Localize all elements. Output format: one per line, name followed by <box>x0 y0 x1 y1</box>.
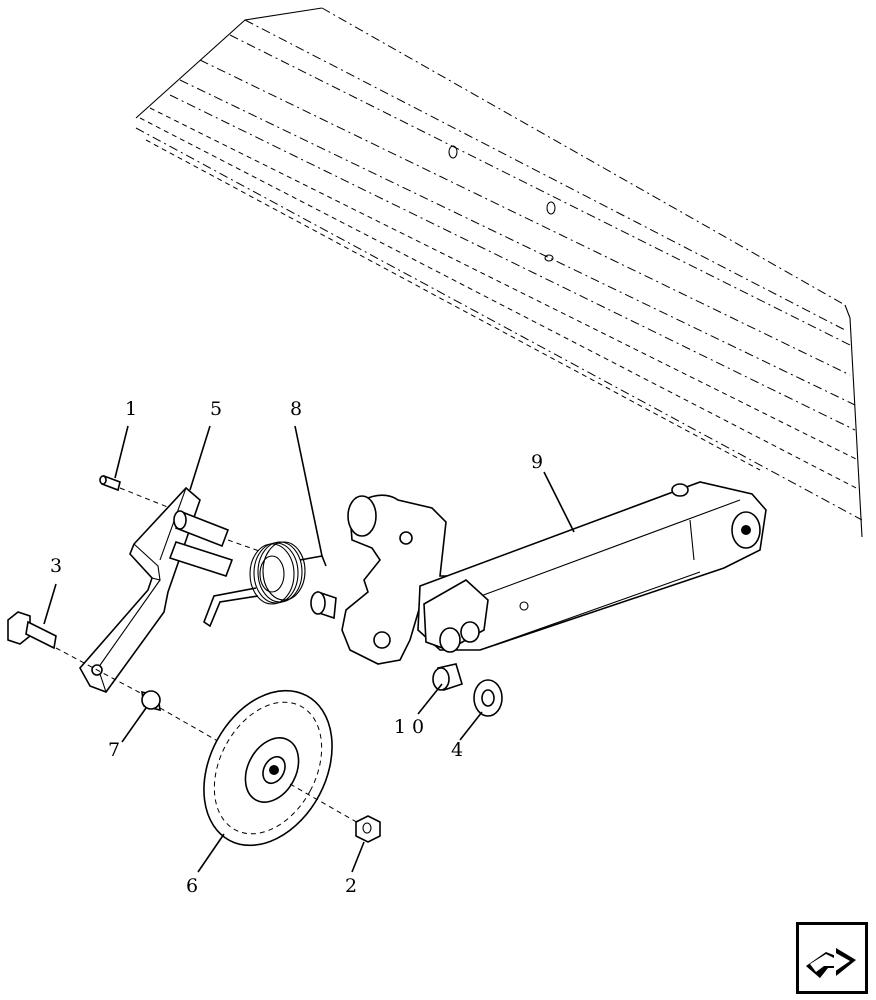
torsion-spring <box>203 541 327 628</box>
hex-nut <box>355 815 381 843</box>
callout-4: 4 <box>451 739 463 761</box>
spring-bushing <box>310 590 337 620</box>
callout-9: 9 <box>531 451 543 473</box>
washer <box>473 679 503 717</box>
pivot-bracket <box>79 486 263 693</box>
next-page-arrow-icon[interactable] <box>796 922 868 994</box>
callout-5: 5 <box>210 398 222 420</box>
arm-bushing <box>432 663 463 692</box>
callout-10: 1 0 <box>394 716 424 738</box>
callout-labels: 1 5 8 9 3 7 1 0 4 6 2 <box>50 398 543 897</box>
callout-6: 6 <box>186 875 198 897</box>
callout-3: 3 <box>50 555 62 577</box>
callout-8: 8 <box>290 398 302 420</box>
disc-wheel <box>203 689 361 847</box>
callout-7: 7 <box>108 739 120 761</box>
spacer <box>141 690 273 773</box>
callout-1: 1 <box>125 398 137 420</box>
hex-bolt <box>7 611 147 697</box>
arm-assembly <box>341 481 767 665</box>
frame-panel-phantom <box>135 7 863 538</box>
callout-2: 2 <box>345 875 357 897</box>
leader-lines <box>43 425 575 873</box>
roll-pin <box>99 474 181 513</box>
